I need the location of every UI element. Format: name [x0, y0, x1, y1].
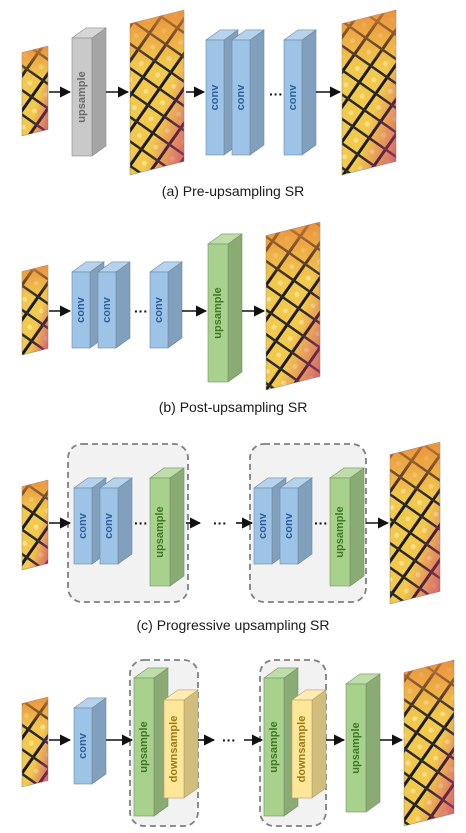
sr-output-image-d	[403, 659, 455, 827]
ellipsis-d: ···	[222, 732, 236, 748]
ellipsis-a: ···	[269, 86, 283, 102]
upsample-label: upsample	[268, 721, 280, 772]
upsample-label: upsample	[76, 71, 88, 122]
conv-block-d1: conv	[73, 697, 107, 785]
upsample-block-b: upsample	[207, 233, 243, 383]
conv-block-b3: conv	[149, 261, 183, 349]
sr-output-image-c	[389, 441, 441, 605]
downsample-block-d2: downsample	[291, 689, 327, 799]
caption-a: (a) Pre-upsampling SR	[162, 183, 304, 199]
downsample-block-d1: downsample	[163, 689, 199, 799]
upsample-block-d3: upsample	[345, 673, 381, 813]
conv-label: conv	[235, 84, 247, 111]
ellipsis-c-mid: ···	[213, 515, 227, 531]
conv-block-a2: conv	[231, 29, 265, 156]
sr-output-image-b	[265, 221, 321, 391]
conv-label: conv	[75, 296, 87, 323]
upsample-block-a: upsample	[71, 27, 107, 157]
conv-label: conv	[287, 84, 299, 111]
conv-label: conv	[101, 296, 113, 323]
conv-label: conv	[77, 512, 89, 539]
conv-block-c4: conv	[279, 477, 313, 565]
conv-label: conv	[257, 512, 269, 539]
lr-input-image-c	[21, 479, 49, 571]
ellipsis-c1: ···	[134, 515, 148, 531]
lr-input-image-b	[21, 264, 49, 356]
ellipsis-c2: ···	[314, 515, 328, 531]
conv-label: conv	[283, 512, 295, 539]
upsample-label: upsample	[154, 506, 166, 557]
upsample-label: upsample	[138, 721, 150, 772]
upsample-block-c1: upsample	[149, 467, 185, 587]
upsample-label: upsample	[334, 506, 346, 557]
ellipsis-b: ···	[134, 303, 148, 319]
downsample-label: downsample	[168, 716, 180, 783]
conv-block-a3: conv	[283, 29, 317, 156]
lr-input-image-d	[21, 696, 49, 788]
upsample-label: upsample	[350, 722, 362, 773]
conv-label: conv	[209, 84, 221, 111]
upsample-label: upsample	[212, 287, 224, 338]
upsample-block-c2: upsample	[329, 467, 365, 587]
conv-label: conv	[103, 512, 115, 539]
lr-input-image-a	[21, 45, 49, 137]
downsample-label: downsample	[296, 716, 308, 783]
conv-label: conv	[153, 296, 165, 323]
caption-c: (c) Progressive upsampling SR	[137, 617, 330, 633]
upsample-block-d1: upsample	[133, 667, 169, 817]
sr-output-image-a	[341, 9, 397, 176]
conv-block-b2: conv	[97, 261, 131, 349]
caption-b: (b) Post-upsampling SR	[159, 399, 308, 415]
conv-block-c2: conv	[99, 477, 133, 565]
upsampled-image-a	[129, 9, 185, 176]
conv-label: conv	[77, 732, 89, 759]
